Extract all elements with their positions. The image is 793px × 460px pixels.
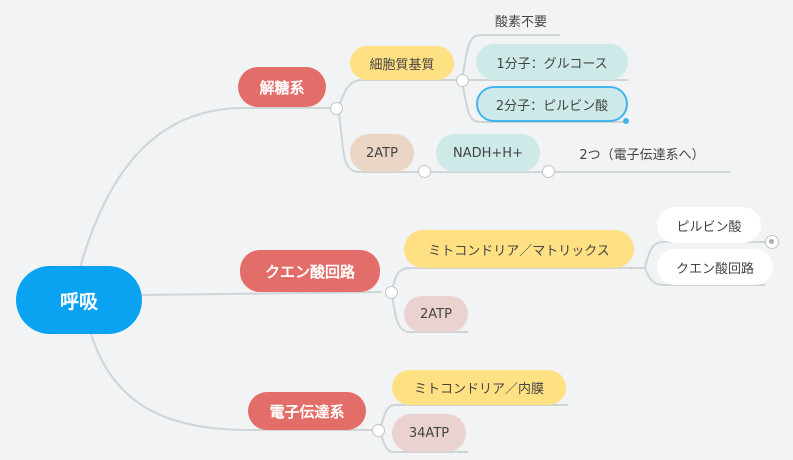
edge-root-citric bbox=[141, 291, 383, 296]
node-etc-location[interactable]: ミトコンドリア／内膜 bbox=[392, 370, 566, 405]
node-oxygen-note-label: 酸素不要 bbox=[494, 14, 547, 30]
edge-location-pyruvate bbox=[644, 241, 765, 269]
node-nadh-note[interactable]: 2つ（電子伝達系へ） bbox=[572, 140, 712, 166]
collapse-toggle-atp[interactable] bbox=[418, 165, 431, 178]
node-citric-location-label: ミトコンドリア／マトリックス bbox=[428, 243, 610, 259]
node-nadh-label: NADH+H+ bbox=[453, 145, 523, 161]
node-glycolysis-location-label: 細胞質基質 bbox=[369, 57, 435, 73]
resize-handle[interactable] bbox=[623, 118, 629, 124]
topic-electron-transport-label: 電子伝達系 bbox=[269, 402, 345, 421]
node-pyruvate-input[interactable]: ピルビン酸 bbox=[657, 207, 761, 243]
node-citric-location[interactable]: ミトコンドリア／マトリックス bbox=[404, 230, 634, 268]
node-citric-atp-label: 2ATP bbox=[420, 306, 452, 322]
collapse-toggle-etc[interactable] bbox=[372, 424, 385, 437]
topic-glycolysis[interactable]: 解糖系 bbox=[238, 67, 326, 107]
node-pyruvate-output[interactable]: 2分子：ピルビン酸 bbox=[476, 86, 628, 122]
edge-root-etc bbox=[89, 329, 375, 431]
edge-location-cycle bbox=[644, 267, 765, 286]
edge-root-glycolysis bbox=[79, 107, 332, 269]
collapse-toggle-nadh[interactable] bbox=[542, 165, 555, 178]
node-glucose[interactable]: 1分子：グルコース bbox=[476, 44, 628, 80]
topic-citric-cycle-label: クエン酸回路 bbox=[264, 262, 355, 281]
topic-citric-cycle[interactable]: クエン酸回路 bbox=[240, 250, 380, 292]
collapse-toggle-citric-location[interactable] bbox=[765, 235, 779, 249]
root-node[interactable]: 呼吸 bbox=[16, 266, 142, 334]
collapse-toggle-citric[interactable] bbox=[385, 286, 398, 299]
topic-glycolysis-label: 解糖系 bbox=[259, 78, 305, 97]
node-etc-atp[interactable]: 34ATP bbox=[392, 414, 466, 452]
node-citric-atp[interactable]: 2ATP bbox=[404, 296, 468, 332]
root-label: 呼吸 bbox=[59, 290, 98, 313]
node-nadh[interactable]: NADH+H+ bbox=[436, 134, 540, 172]
edge-location-note bbox=[461, 34, 560, 81]
edge-glycolysis-atp bbox=[337, 107, 418, 173]
node-citric-cycle-sub-label: クエン酸回路 bbox=[675, 261, 754, 277]
node-glycolysis-location[interactable]: 細胞質基質 bbox=[350, 46, 454, 80]
node-nadh-note-label: 2つ（電子伝達系へ） bbox=[579, 147, 705, 163]
node-citric-cycle-sub[interactable]: クエン酸回路 bbox=[657, 249, 773, 285]
node-glycolysis-atp-label: 2ATP bbox=[366, 145, 398, 161]
topic-electron-transport[interactable]: 電子伝達系 bbox=[248, 392, 366, 430]
edge-citric-location bbox=[391, 267, 645, 293]
edge-glycolysis-location bbox=[337, 79, 462, 109]
collapse-toggle-glycolysis[interactable] bbox=[330, 102, 343, 115]
node-glycolysis-atp[interactable]: 2ATP bbox=[350, 134, 414, 172]
edge-citric-atp bbox=[391, 291, 468, 333]
node-pyruvate-input-label: ピルビン酸 bbox=[676, 219, 742, 235]
node-etc-location-label: ミトコンドリア／内膜 bbox=[413, 382, 544, 397]
node-etc-atp-label: 34ATP bbox=[408, 425, 450, 441]
edge-location-output bbox=[461, 79, 628, 123]
collapse-toggle-location[interactable] bbox=[456, 74, 469, 87]
node-glucose-label: 1分子：グルコース bbox=[496, 56, 608, 72]
node-pyruvate-output-label: 2分子：ピルビン酸 bbox=[495, 98, 609, 114]
node-oxygen-note[interactable]: 酸素不要 bbox=[482, 8, 560, 32]
